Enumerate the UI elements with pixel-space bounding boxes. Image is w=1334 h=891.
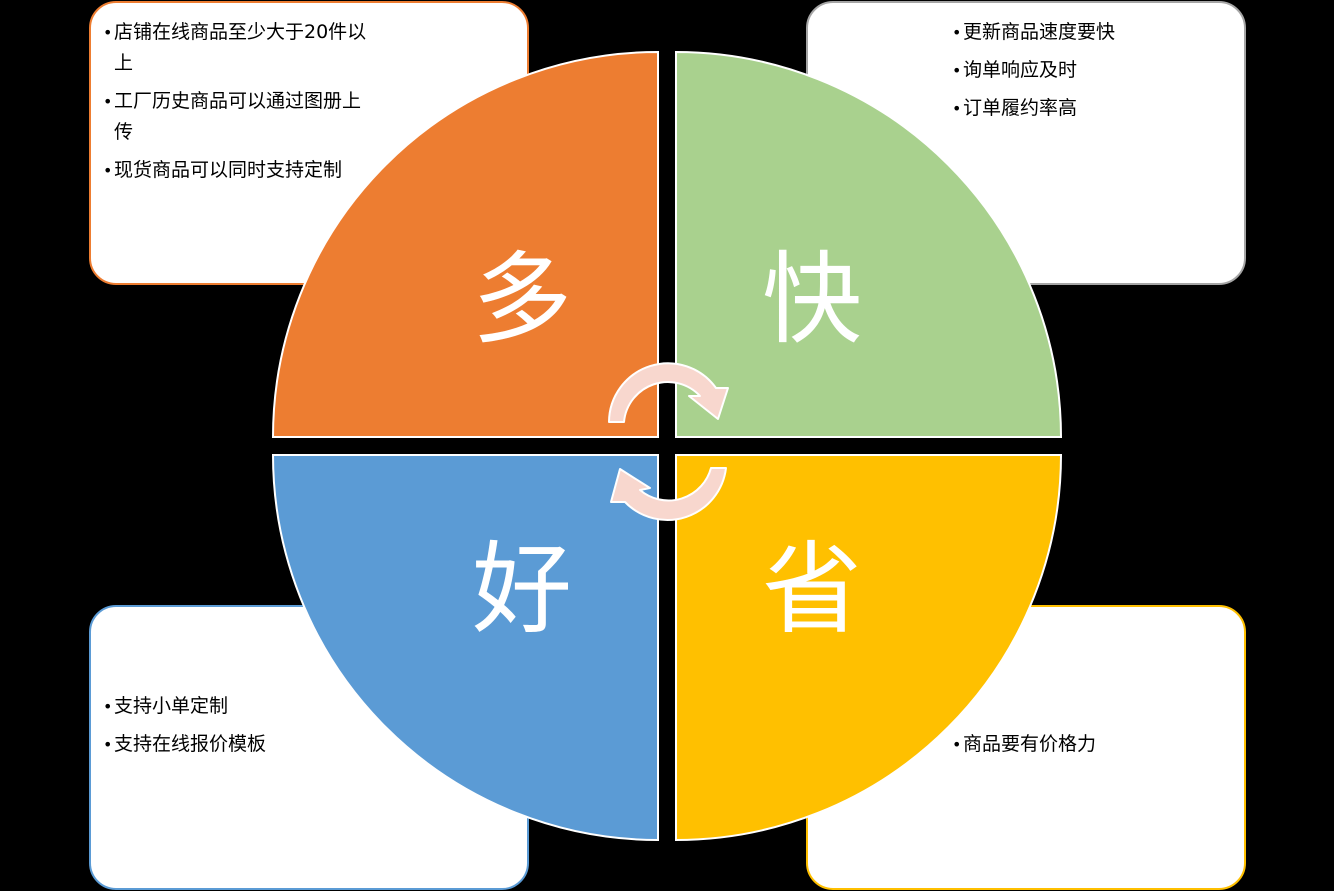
bullet-item: 询单响应及时: [952, 55, 1214, 86]
clockwise-arrow-bottom-icon: [610, 467, 727, 521]
quadrant-label-hao: 好: [472, 531, 572, 648]
quadrant-duo: [271, 50, 659, 438]
bullet-list-kuai: 更新商品速度要快 询单响应及时 订单履约率高: [952, 17, 1214, 131]
bullet-item: 现货商品可以同时支持定制: [103, 155, 375, 186]
bullet-item: 支持小单定制: [103, 691, 405, 722]
quadrant-label-duo: 多: [472, 241, 572, 358]
quadrant-kuai: [675, 50, 1063, 438]
quadrant-sheng: [675, 454, 1063, 842]
bullet-item: 店铺在线商品至少大于20件以上: [103, 17, 375, 79]
bullet-item: 商品要有价格力: [952, 729, 1214, 760]
quadrant-label-kuai: 快: [762, 241, 862, 358]
quadrant-label-sheng: 省: [762, 531, 862, 648]
bullet-item: 更新商品速度要快: [952, 17, 1214, 48]
bullet-list-duo: 店铺在线商品至少大于20件以上 工厂历史商品可以通过图册上传 现货商品可以同时支…: [103, 17, 375, 193]
bullet-item: 订单履约率高: [952, 93, 1214, 124]
bullet-list-hao: 支持小单定制 支持在线报价模板: [103, 691, 405, 767]
quadrant-hao: [271, 454, 659, 842]
clockwise-arrow-top-icon: [608, 362, 729, 423]
bullet-item: 支持在线报价模板: [103, 729, 405, 760]
bullet-item: 工厂历史商品可以通过图册上传: [103, 86, 375, 148]
bullet-list-sheng: 商品要有价格力: [952, 729, 1214, 767]
